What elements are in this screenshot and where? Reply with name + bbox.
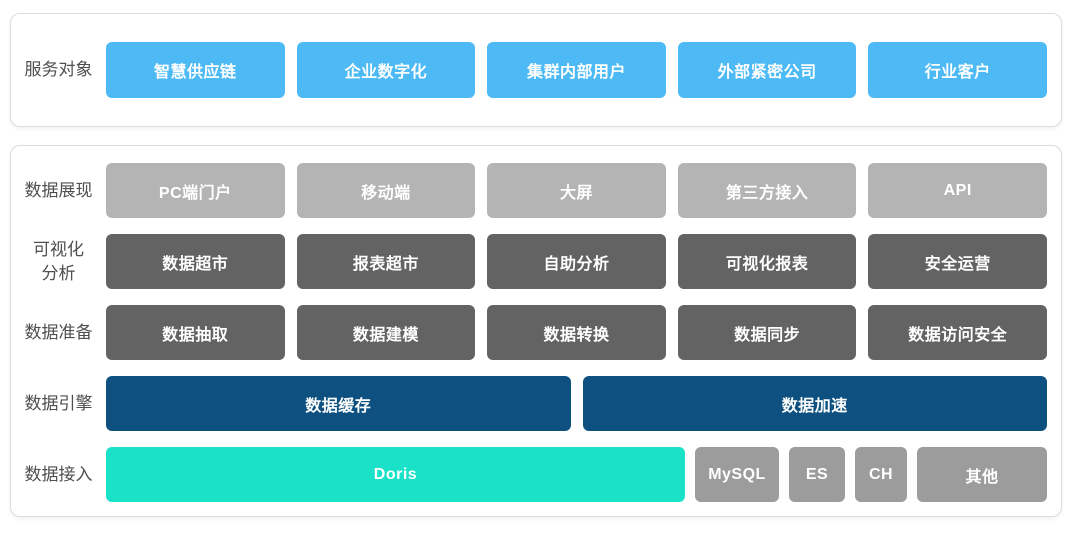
chip-pc-portal: PC端门户 <box>106 163 285 218</box>
chip-data-access-security: 数据访问安全 <box>868 305 1047 360</box>
chip-data-acceleration: 数据加速 <box>582 376 1047 431</box>
chip-es: ES <box>789 447 845 502</box>
chip-data-extraction: 数据抽取 <box>106 305 285 360</box>
chip-data-cache: 数据缓存 <box>106 376 571 431</box>
data-presentation-row: 数据展现 PC端门户 移动端 大屏 第三方接入 API <box>11 163 1047 218</box>
chip-data-sync: 数据同步 <box>677 305 857 360</box>
chip-smart-supply-chain: 智慧供应链 <box>106 42 285 98</box>
data-access-items: Doris MySQL ES CH 其他 <box>106 447 1047 502</box>
visual-analysis-items: 数据超市 报表超市 自助分析 可视化报表 安全运营 <box>106 234 1047 289</box>
chip-third-party-access: 第三方接入 <box>677 163 857 218</box>
chip-data-transformation: 数据转换 <box>487 305 666 360</box>
chip-big-screen: 大屏 <box>487 163 666 218</box>
chip-other: 其他 <box>917 447 1047 502</box>
chip-external-partner-companies: 外部紧密公司 <box>677 42 857 98</box>
data-engine-row: 数据引擎 数据缓存 数据加速 <box>11 376 1047 431</box>
data-preparation-items: 数据抽取 数据建模 数据转换 数据同步 数据访问安全 <box>106 305 1047 360</box>
chip-api: API <box>868 163 1047 218</box>
service-targets-panel: 服务对象 智慧供应链 企业数字化 集群内部用户 外部紧密公司 行业客户 <box>10 13 1062 127</box>
service-targets-items: 智慧供应链 企业数字化 集群内部用户 外部紧密公司 行业客户 <box>106 42 1047 98</box>
chip-visual-reports: 可视化报表 <box>677 234 857 289</box>
chip-report-mart: 报表超市 <box>296 234 476 289</box>
chip-doris: Doris <box>106 447 685 502</box>
chip-group-internal-users: 集群内部用户 <box>487 42 666 98</box>
row-label-data-engine: 数据引擎 <box>24 393 93 413</box>
row-label-data-presentation: 数据展现 <box>24 180 93 200</box>
data-presentation-items: PC端门户 移动端 大屏 第三方接入 API <box>106 163 1047 218</box>
data-preparation-row: 数据准备 数据抽取 数据建模 数据转换 数据同步 数据访问安全 <box>11 305 1047 360</box>
data-platform-panel: 数据展现 PC端门户 移动端 大屏 第三方接入 API 可视化 分析 数据超市 … <box>10 145 1062 517</box>
row-label-data-access: 数据接入 <box>24 464 93 484</box>
chip-enterprise-digitalization: 企业数字化 <box>296 42 476 98</box>
chip-data-modeling: 数据建模 <box>296 305 476 360</box>
data-access-row: 数据接入 Doris MySQL ES CH 其他 <box>11 447 1047 502</box>
chip-mysql: MySQL <box>695 447 779 502</box>
chip-self-service-analysis: 自助分析 <box>487 234 666 289</box>
chip-data-mart: 数据超市 <box>106 234 285 289</box>
row-label-visual-analysis: 可视化 分析 <box>33 239 84 283</box>
chip-industry-customers: 行业客户 <box>868 42 1047 98</box>
row-label-data-preparation: 数据准备 <box>24 322 93 342</box>
row-label-service-targets: 服务对象 <box>24 60 93 80</box>
visual-analysis-row: 可视化 分析 数据超市 报表超市 自助分析 可视化报表 安全运营 <box>11 234 1047 289</box>
chip-security-operations: 安全运营 <box>868 234 1047 289</box>
chip-ch: CH <box>855 447 907 502</box>
service-targets-row: 服务对象 智慧供应链 企业数字化 集群内部用户 外部紧密公司 行业客户 <box>11 42 1047 98</box>
data-engine-items: 数据缓存 数据加速 <box>106 376 1047 431</box>
chip-mobile: 移动端 <box>296 163 476 218</box>
